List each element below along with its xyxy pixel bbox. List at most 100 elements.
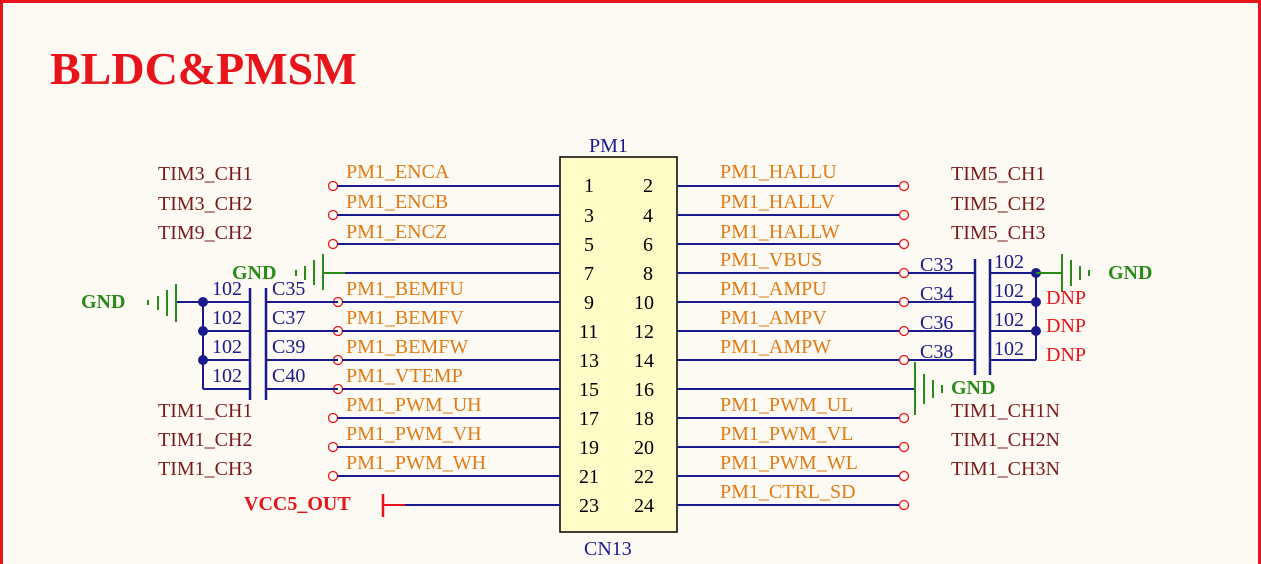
port-circle-icon (898, 441, 910, 453)
dnp-label: DNP (1046, 344, 1086, 366)
left-channel-labels: TIM3_CH1 TIM3_CH2 TIM9_CH2 TIM1_CH1 TIM1… (158, 163, 252, 480)
pin-number: 2 (643, 175, 653, 197)
capacitor-ref: C34 (920, 283, 953, 305)
port-circle-icon (327, 209, 339, 221)
pin-number: 14 (634, 350, 654, 372)
capacitor-value: 102 (212, 307, 242, 329)
right-net-labels: PM1_HALLU PM1_HALLV PM1_HALLW PM1_VBUS P… (720, 161, 858, 503)
pin-number: 3 (584, 205, 594, 227)
capacitor-ref: C33 (920, 254, 953, 276)
net-label-hallu: PM1_HALLU (720, 161, 837, 183)
pin-number: 5 (584, 234, 594, 256)
pin-number: 10 (634, 292, 654, 314)
capacitor-ref: C40 (272, 365, 305, 387)
channel-label: TIM1_CH1 (158, 400, 252, 422)
pin-number: 12 (634, 321, 654, 343)
right-channel-labels: TIM5_CH1 TIM5_CH2 TIM5_CH3 TIM1_CH1N TIM… (951, 163, 1060, 480)
gnd-label-upper: GND (232, 262, 276, 284)
pin-number: 23 (579, 495, 599, 517)
net-label-enca: PM1_ENCA (346, 161, 450, 183)
pin-number: 11 (579, 321, 598, 343)
connector-pins-right: 2 4 6 8 10 12 14 16 18 20 22 24 (634, 175, 654, 517)
junction-dot (198, 326, 208, 336)
net-label-pwm-vl: PM1_PWM_VL (720, 423, 853, 445)
dnp-label: DNP (1046, 315, 1086, 337)
port-circle-icon (327, 238, 339, 250)
channel-label: TIM5_CH1 (951, 163, 1045, 185)
vcc5-out-label: VCC5_OUT (244, 493, 351, 515)
capacitor-ref: C36 (920, 312, 953, 334)
capacitor-value: 102 (994, 280, 1024, 302)
port-circle-icon (898, 325, 910, 337)
channel-label: TIM3_CH2 (158, 193, 252, 215)
port-circle-icon (898, 209, 910, 221)
port-circle-icon (327, 470, 339, 482)
pin-number: 4 (643, 205, 653, 227)
left-capacitors: C35 C37 C39 C40 102 102 102 102 (212, 278, 305, 387)
capacitor-value: 102 (212, 336, 242, 358)
gnd-label-right: GND (1108, 262, 1152, 284)
pin-number: 21 (579, 466, 599, 488)
net-label-bemfv: PM1_BEMFV (346, 307, 464, 329)
gnd-label-left: GND (81, 291, 125, 313)
port-circle-icon (898, 354, 910, 366)
pin-number: 9 (584, 292, 594, 314)
gnd-label-lower: GND (951, 377, 995, 399)
net-label-hallv: PM1_HALLV (720, 191, 835, 213)
net-label-vbus: PM1_VBUS (720, 249, 822, 271)
port-circle-icon (898, 267, 910, 279)
port-circle-icon (898, 412, 910, 424)
channel-label: TIM1_CH3 (158, 458, 252, 480)
junction-dot (1031, 297, 1041, 307)
capacitor-ref: C38 (920, 341, 953, 363)
net-label-pwm-wl: PM1_PWM_WL (720, 452, 858, 474)
port-circle-icon (327, 180, 339, 192)
capacitor-value: 102 (994, 309, 1024, 331)
channel-label: TIM5_CH3 (951, 222, 1045, 244)
net-label-ampv: PM1_AMPV (720, 307, 827, 329)
net-label-ctrl-sd: PM1_CTRL_SD (720, 481, 856, 503)
channel-label: TIM1_CH2N (951, 429, 1060, 451)
dnp-label: DNP (1046, 287, 1086, 309)
channel-label: TIM1_CH3N (951, 458, 1060, 480)
port-circle-icon (898, 296, 910, 308)
wire-layer (147, 180, 1090, 517)
channel-label: TIM3_CH1 (158, 163, 252, 185)
pin-number: 7 (584, 263, 594, 285)
pin-number: 20 (634, 437, 654, 459)
net-label-pwm-vh: PM1_PWM_VH (346, 423, 482, 445)
capacitor-value: 102 (212, 365, 242, 387)
capacitor-ref: C37 (272, 307, 305, 329)
capacitor-value: 102 (212, 278, 242, 300)
pin-number: 6 (643, 234, 653, 256)
net-label-vtemp: PM1_VTEMP (346, 365, 463, 387)
pin-number: 16 (634, 379, 654, 401)
pin-number: 17 (579, 408, 599, 430)
net-label-ampw: PM1_AMPW (720, 336, 831, 358)
port-circle-icon (327, 441, 339, 453)
capacitor-ref: C35 (272, 278, 305, 300)
channel-label: TIM5_CH2 (951, 193, 1045, 215)
net-label-bemfu: PM1_BEMFU (346, 278, 464, 300)
net-label-ampu: PM1_AMPU (720, 278, 827, 300)
net-label-hallw: PM1_HALLW (720, 221, 840, 243)
channel-label: TIM1_CH1N (951, 400, 1060, 422)
connector-body (559, 156, 678, 533)
pin-number: 19 (579, 437, 599, 459)
pin-number: 13 (579, 350, 599, 372)
connector-pins-left: 1 3 5 7 9 11 13 15 17 19 21 23 (579, 175, 599, 517)
net-label-bemfw: PM1_BEMFW (346, 336, 468, 358)
channel-label: TIM1_CH2 (158, 429, 252, 451)
pin-number: 8 (643, 263, 653, 285)
junction-dot (198, 355, 208, 365)
net-label-encb: PM1_ENCB (346, 191, 448, 213)
right-capacitors: C33 C34 C36 C38 102 102 102 102 DNP DNP … (920, 251, 1086, 366)
net-label-pwm-wh: PM1_PWM_WH (346, 452, 486, 474)
pin-number: 24 (634, 495, 654, 517)
pin-number: 15 (579, 379, 599, 401)
capacitor-value: 102 (994, 251, 1024, 273)
port-circle-icon (327, 412, 339, 424)
port-circle-icon (898, 499, 910, 511)
left-net-labels: PM1_ENCA PM1_ENCB PM1_ENCZ PM1_BEMFU PM1… (346, 161, 486, 474)
